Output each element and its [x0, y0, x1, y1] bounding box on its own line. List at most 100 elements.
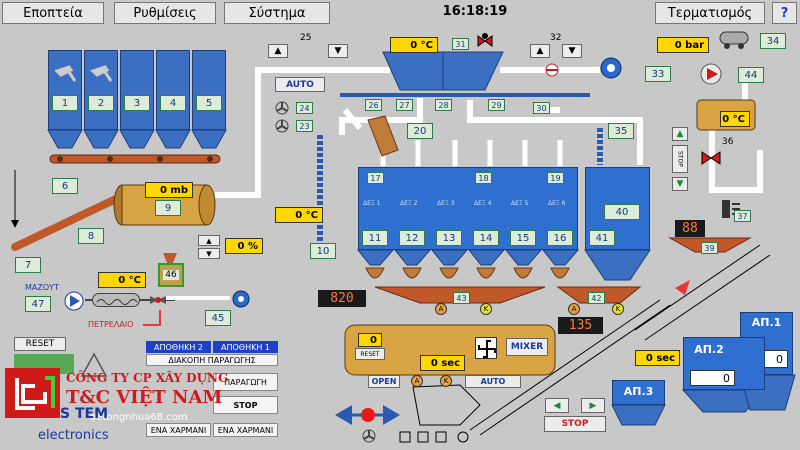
- led-135: 135: [558, 317, 603, 334]
- water-scale-46[interactable]: 46: [158, 263, 184, 287]
- bin-12: 12: [399, 230, 425, 246]
- triangle-right-icon: ▶: [589, 400, 597, 411]
- percent-down-button[interactable]: ▼: [198, 248, 220, 259]
- aggregate-silo-4[interactable]: [156, 50, 190, 130]
- company-name-line2: T&C VIỆT NAM: [66, 387, 223, 408]
- triangle-down-icon: ▼: [334, 46, 342, 56]
- exit-button[interactable]: Τερματισμός: [655, 2, 765, 24]
- bin-14: 14: [473, 230, 499, 246]
- label-32: 32: [550, 33, 562, 43]
- store-2-header: ΑΠΟΘΗΚΗ 2: [146, 341, 211, 353]
- tab-supervision[interactable]: Εποπτεία: [2, 2, 104, 24]
- arrow-down-button[interactable]: ▼: [328, 44, 348, 58]
- mixer-counter-display: 0: [358, 333, 382, 347]
- compressor-icon[interactable]: [718, 28, 750, 50]
- triangle-up-icon: ▲: [274, 46, 282, 56]
- three-way-valve-icon[interactable]: [150, 292, 166, 308]
- aggregate-silo-3[interactable]: [120, 50, 154, 130]
- percent-up-button[interactable]: ▲: [198, 235, 220, 246]
- blower-icon[interactable]: [598, 56, 624, 80]
- triangle-up-icon: ▲: [206, 236, 212, 245]
- mixer-open-button[interactable]: OPEN: [368, 375, 400, 388]
- arrow-up-button[interactable]: ▲: [268, 44, 288, 58]
- bin-label-1: ΔΕΞ 1: [363, 200, 381, 207]
- silo-5-number: 5: [196, 95, 222, 111]
- funnel-icon: [163, 250, 177, 265]
- k-indicator-2: K: [612, 303, 624, 315]
- bin-label-6: ΔΕΞ 6: [548, 200, 566, 207]
- company-logo: [5, 368, 60, 418]
- water-pump-icon[interactable]: [230, 289, 252, 309]
- belt-number: 8: [78, 228, 104, 244]
- one-batch-left-button[interactable]: ΕΝΑ ΧΑΡΜΑΝΙ: [146, 423, 211, 437]
- aggregate-silo-1[interactable]: [48, 50, 82, 130]
- help-button[interactable]: ?: [772, 2, 797, 24]
- mixer-button[interactable]: MIXER: [506, 338, 548, 356]
- mazout-label: ΜΑΖΟΥΤ: [25, 283, 59, 292]
- water-up-button[interactable]: ▲: [672, 127, 688, 141]
- arrow-down-button-2[interactable]: ▼: [562, 44, 582, 58]
- label-17: 17: [367, 172, 384, 184]
- reset-button[interactable]: RESET: [14, 337, 66, 351]
- led-88: 88: [675, 220, 705, 237]
- storage-silo-3[interactable]: [612, 380, 665, 405]
- aggregate-silo-2[interactable]: [84, 50, 118, 130]
- stop-production-button[interactable]: ΔΙΑΚΟΠΗ ΠΑΡΑΓΩΓΗΣ: [146, 354, 278, 366]
- mixer-sec-display: 0 sec: [420, 355, 465, 371]
- a-indicator: A: [435, 303, 447, 315]
- petrelaio-label: ΠΕΤΡΕΛΑΙΟ: [88, 320, 134, 329]
- water-down-button[interactable]: ▼: [672, 177, 688, 191]
- mixer-auto-button[interactable]: AUTO: [465, 375, 521, 388]
- one-batch-right-button[interactable]: ΕΝΑ ΧΑΡΜΑΝΙ: [213, 423, 278, 437]
- label-36: 36: [722, 137, 734, 147]
- a-indicator-2: A: [568, 303, 580, 315]
- label-28: 28: [435, 99, 452, 111]
- silo-3-number: 3: [124, 95, 150, 111]
- pump-play-icon[interactable]: [700, 63, 722, 85]
- arrow-up-button-2[interactable]: ▲: [530, 44, 550, 58]
- label-33: 33: [645, 66, 671, 82]
- tab-settings[interactable]: Ρυθμίσεις: [114, 2, 216, 24]
- bin-40: 40: [604, 204, 640, 220]
- store-stop-button[interactable]: STOP: [213, 396, 278, 414]
- fan-icon[interactable]: [275, 118, 289, 133]
- pressure-display: 0 bar: [657, 37, 709, 53]
- storage-silo-3-label: ΑΠ.3: [623, 385, 654, 398]
- label-23: 23: [296, 120, 313, 132]
- label-42: 42: [588, 292, 605, 304]
- silo-4-number: 4: [160, 95, 186, 111]
- fan-icon[interactable]: [362, 428, 376, 443]
- auto-button-top[interactable]: AUTO: [275, 77, 325, 92]
- stop-button[interactable]: STOP: [544, 416, 606, 432]
- left-temp-display: 0 °C: [275, 207, 323, 223]
- label-44: 44: [738, 67, 764, 83]
- oil-pump-icon[interactable]: [64, 291, 84, 311]
- water-stop-button[interactable]: STOP: [672, 145, 688, 173]
- hammer-icon: [54, 65, 77, 82]
- label-24: 24: [296, 102, 313, 114]
- conveyor-number: 6: [52, 178, 78, 194]
- tab-system[interactable]: Σύστημα: [224, 2, 330, 24]
- mixer-reset-button[interactable]: RESET: [355, 348, 385, 360]
- company-name-line1: CÔNG TY CP XÂY DỰNG: [66, 371, 229, 385]
- left-arrow-button[interactable]: ◀: [545, 398, 569, 413]
- label-46: 46: [163, 270, 179, 280]
- mixer-motor-icon[interactable]: [475, 337, 497, 359]
- aggregate-silo-5[interactable]: [192, 50, 226, 130]
- water-temp-display: 0 °C: [720, 111, 750, 127]
- label-18: 18: [475, 172, 492, 184]
- production-button[interactable]: ΠΑΡΑΓΩΓΗ: [213, 373, 278, 391]
- bin-11: 11: [362, 230, 388, 246]
- valve-icon[interactable]: [476, 32, 494, 50]
- bin-41: 41: [589, 230, 615, 246]
- cement-bins[interactable]: [358, 167, 578, 250]
- label-19: 19: [547, 172, 564, 184]
- triangle-up-icon: ▲: [536, 46, 544, 56]
- water-valve-icon[interactable]: [700, 150, 722, 166]
- triangle-down-icon: ▼: [568, 46, 576, 56]
- fan-icon[interactable]: [275, 100, 289, 115]
- silo-2-number: 2: [88, 95, 114, 111]
- flow-valve-icon[interactable]: [545, 63, 560, 78]
- right-arrow-button[interactable]: ▶: [581, 398, 605, 413]
- clock-time: 16:18:19: [442, 4, 508, 19]
